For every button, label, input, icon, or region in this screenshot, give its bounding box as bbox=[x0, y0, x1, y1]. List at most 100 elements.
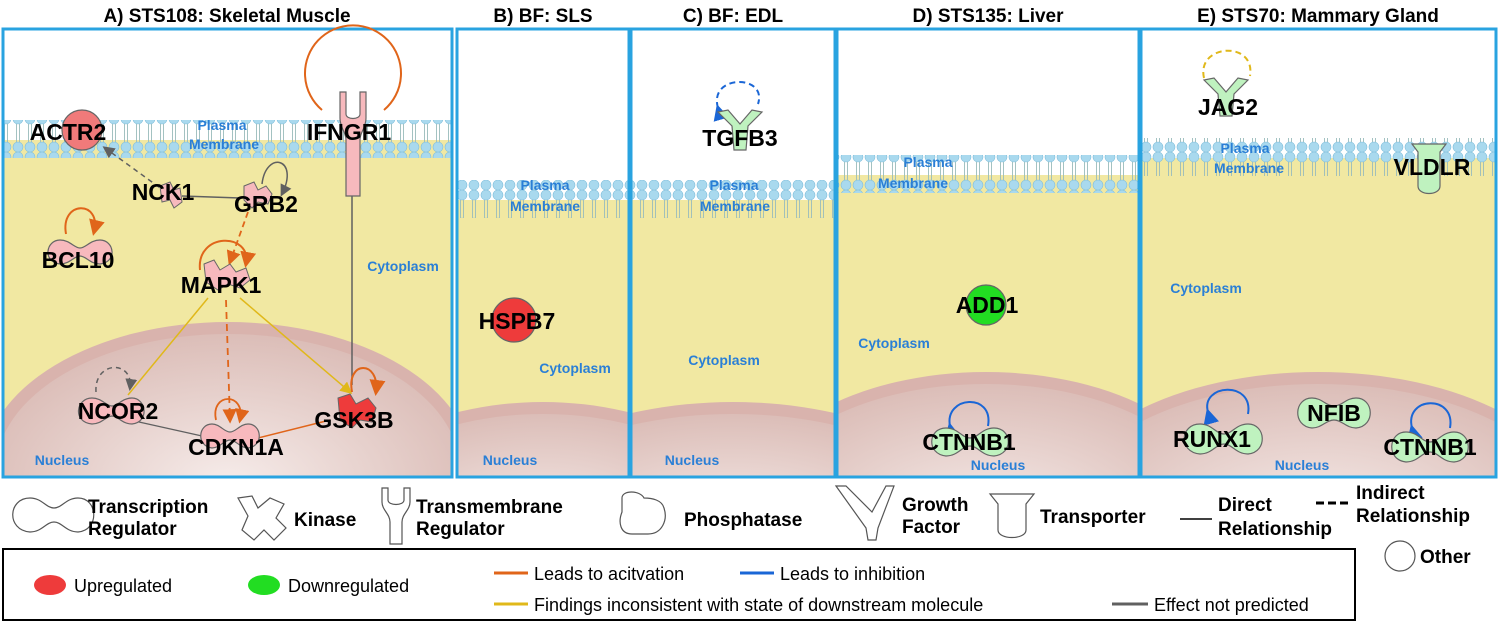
gene-cdkn1a: CDKN1A bbox=[188, 434, 284, 460]
label-nucleus: Nucleus bbox=[483, 452, 538, 468]
gene-ctnnb1: CTNNB1 bbox=[922, 429, 1015, 455]
node-grb2 bbox=[243, 181, 273, 209]
gene-vldlr: VLDLR bbox=[1394, 154, 1471, 180]
node-actr2 bbox=[61, 109, 103, 151]
other-icon bbox=[1384, 540, 1416, 572]
gene-runx1: RUNX1 bbox=[1173, 426, 1251, 452]
plasma-membrane bbox=[837, 155, 1139, 193]
gene-ifngr1: IFNGR1 bbox=[307, 119, 392, 145]
key-downregulated: Downregulated bbox=[288, 576, 409, 596]
shape-legend: Transcription Regulator Kinase Transmemb… bbox=[12, 483, 1471, 572]
panel-b: B) BF: SLS Plasma Membrane Cytoplasm Nuc… bbox=[455, 6, 631, 479]
loop-jag2 bbox=[1202, 49, 1252, 79]
loop-bcl10 bbox=[64, 207, 105, 236]
node-nfib bbox=[1297, 397, 1371, 429]
legend-growth-2: Factor bbox=[902, 517, 961, 538]
panel-border bbox=[629, 27, 837, 479]
label-nucleus: Nucleus bbox=[665, 452, 720, 468]
nucleus-region bbox=[631, 414, 835, 477]
node-runx1 bbox=[1183, 423, 1263, 455]
loop-tgfb3 bbox=[713, 81, 761, 122]
loop-grb2 bbox=[261, 161, 292, 197]
label-plasma: Plasma bbox=[1220, 140, 1269, 156]
label-plasma: Plasma bbox=[903, 154, 952, 170]
label-cytoplasm: Cytoplasm bbox=[858, 335, 930, 351]
growth-factor-icon bbox=[834, 485, 895, 541]
label-membrane: Membrane bbox=[510, 198, 580, 214]
kinase-icon bbox=[237, 495, 287, 541]
plasma-membrane bbox=[457, 180, 629, 218]
node-gsk3b bbox=[337, 393, 377, 429]
gene-nfib: NFIB bbox=[1307, 400, 1361, 426]
node-jag2 bbox=[1202, 77, 1250, 117]
plasma-membrane bbox=[631, 180, 835, 218]
node-cdkn1a bbox=[200, 423, 260, 449]
legend-transmembrane-2: Regulator bbox=[416, 519, 505, 540]
transporter-icon bbox=[988, 493, 1036, 539]
label-cytoplasm: Cytoplasm bbox=[539, 360, 611, 376]
panel-a: A) STS108: Skeletal Muscle Plasma Membra… bbox=[1, 6, 454, 479]
label-membrane: Membrane bbox=[700, 198, 770, 214]
color-key-box bbox=[2, 548, 1356, 621]
edge-grb2-mapk1 bbox=[226, 211, 249, 266]
label-plasma: Plasma bbox=[709, 177, 758, 193]
gene-jag2: JAG2 bbox=[1198, 94, 1258, 120]
label-cytoplasm: Cytoplasm bbox=[688, 352, 760, 368]
upregulated-swatch bbox=[34, 575, 66, 595]
legend-transmembrane-1: Transmembrane bbox=[416, 497, 563, 518]
legend-growth-1: Growth bbox=[902, 495, 969, 516]
legend-indirect-2: Relationship bbox=[1356, 506, 1470, 527]
label-cytoplasm: Cytoplasm bbox=[367, 258, 439, 274]
gene-nck1: NCK1 bbox=[132, 179, 195, 205]
node-ifngr1 bbox=[339, 91, 367, 197]
gene-add1: ADD1 bbox=[956, 292, 1019, 318]
nucleus-region bbox=[3, 334, 452, 477]
node-vldlr bbox=[1410, 143, 1448, 195]
panel-border bbox=[1139, 27, 1498, 479]
node-ctnnb1 bbox=[931, 427, 1009, 457]
edge-mapk1-cdkn1a bbox=[222, 299, 237, 424]
nucleus-region bbox=[457, 414, 629, 477]
panel-d: D) STS135: Liver Plasma Membrane Cytopla… bbox=[835, 6, 1141, 479]
gene-ncor2: NCOR2 bbox=[78, 398, 159, 424]
edge-mapk1-ncor2 bbox=[127, 297, 209, 396]
node-ncor2 bbox=[77, 397, 145, 425]
label-membrane: Membrane bbox=[878, 175, 948, 191]
legend-other: Other bbox=[1420, 547, 1471, 568]
label-nucleus: Nucleus bbox=[35, 452, 90, 468]
gene-actr2: ACTR2 bbox=[30, 119, 107, 145]
phosphatase-icon bbox=[619, 491, 666, 535]
loop-runx1 bbox=[1203, 388, 1250, 426]
legend-phosphatase: Phosphatase bbox=[684, 510, 802, 531]
legend-direct-2: Relationship bbox=[1218, 519, 1332, 540]
key-inconsistent: Findings inconsistent with state of down… bbox=[534, 595, 983, 615]
legend-kinase: Kinase bbox=[294, 510, 356, 531]
legend-direct-1: Direct bbox=[1218, 495, 1273, 516]
label-membrane: Membrane bbox=[189, 136, 259, 152]
node-add1 bbox=[965, 284, 1007, 326]
loop-cdkn1a bbox=[214, 398, 250, 424]
loop-mapk1 bbox=[198, 239, 257, 271]
key-activation: Leads to acitvation bbox=[534, 564, 684, 584]
panel-title: C) BF: EDL bbox=[683, 6, 784, 27]
transcription-regulator-icon bbox=[12, 497, 95, 533]
node-mapk1 bbox=[203, 259, 251, 291]
loop-ctnnb1 bbox=[944, 401, 990, 440]
loop-gsk3b bbox=[350, 367, 386, 396]
loop-ncor2 bbox=[95, 366, 138, 393]
gene-hspb7: HSPB7 bbox=[479, 308, 556, 334]
legend-transcription-1: Transcription bbox=[88, 497, 208, 518]
gene-mapk1: MAPK1 bbox=[181, 272, 262, 298]
color-key: Upregulated Downregulated Leads to acitv… bbox=[2, 548, 1356, 621]
edge-cdkn1a-gsk3b bbox=[249, 419, 331, 441]
edge-mapk1-gsk3b bbox=[239, 297, 353, 394]
loop-ctnnb1-e bbox=[1407, 402, 1452, 442]
node-hspb7 bbox=[491, 297, 537, 343]
panel-title: D) STS135: Liver bbox=[913, 6, 1065, 27]
node-nck1 bbox=[159, 181, 183, 209]
label-plasma: Plasma bbox=[197, 117, 246, 133]
label-plasma: Plasma bbox=[520, 177, 569, 193]
panel-title: E) STS70: Mammary Gland bbox=[1197, 6, 1439, 27]
panel-title: A) STS108: Skeletal Muscle bbox=[103, 6, 350, 27]
key-upregulated: Upregulated bbox=[74, 576, 172, 596]
